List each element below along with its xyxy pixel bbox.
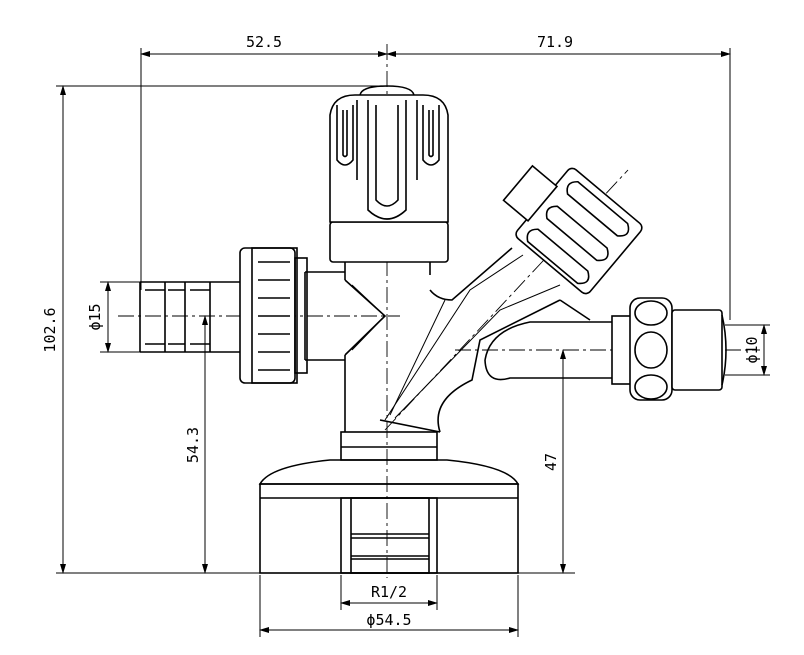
dim-width-left: 52.5 [246,33,282,51]
dim-base-diameter: ϕ54.5 [366,611,411,629]
dim-left-diameter: ϕ15 [86,303,104,330]
dim-right-diameter: ϕ10 [743,336,761,363]
right-nut-fitting [611,297,727,401]
valve-body [304,247,612,433]
left-hose-fitting [139,247,308,384]
dim-right-height: 47 [542,453,560,471]
dim-left-height: 54.3 [184,427,202,463]
diagonal-handle [502,164,643,295]
dimension-labels: 52.5 71.9 102.6 ϕ15 54.3 47 ϕ10 R1/2 ϕ54… [41,33,761,629]
dimension-lines [56,48,770,637]
valve-base [258,419,520,574]
top-handle [329,85,449,263]
dim-total-height: 102.6 [41,307,59,352]
dim-width-right: 71.9 [537,33,573,51]
dim-thread: R1/2 [371,583,407,601]
